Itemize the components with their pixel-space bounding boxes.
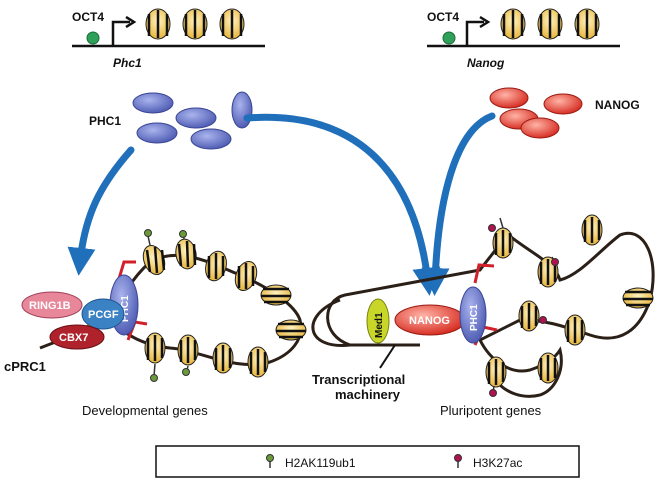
nucleosome-icon bbox=[144, 332, 166, 364]
pcgf-subunit bbox=[81, 298, 125, 330]
nucleosome-icon bbox=[574, 8, 600, 40]
nucleosome-icon bbox=[537, 8, 563, 40]
cprc1-label: cPRC1 bbox=[4, 359, 46, 374]
nucleosome-icon bbox=[564, 314, 586, 346]
h2ak119ub1-mark-icon bbox=[182, 365, 190, 376]
tss-arrow-icon bbox=[473, 263, 495, 284]
nucleosome-icon bbox=[177, 334, 199, 366]
nucleosome-icon bbox=[581, 214, 603, 246]
h3k27ac-mark-icon bbox=[488, 217, 504, 232]
nucleosome-icon bbox=[492, 227, 514, 259]
arrow-phc1-to-developmental bbox=[67, 146, 135, 276]
nucleosome-icon bbox=[234, 260, 258, 292]
nanog-gene-label: Nanog bbox=[467, 56, 505, 70]
pluripotent-genes-caption: Pluripotent genes bbox=[440, 403, 542, 418]
tss-arrow-icon bbox=[111, 20, 130, 46]
nucleosome-icon bbox=[275, 319, 307, 341]
nucleosome-icon bbox=[219, 8, 245, 40]
nanog-protein-label: NANOG bbox=[595, 98, 640, 112]
nucleosome-icon bbox=[142, 244, 166, 276]
nucleosome-icon bbox=[622, 287, 654, 309]
transcriptional-complex: Med1 NANOG PHC1 Transcriptional machiner… bbox=[312, 286, 487, 402]
med1-label: Med1 bbox=[374, 312, 385, 338]
phc1-protein-label: PHC1 bbox=[89, 114, 121, 128]
nucleosome-icon bbox=[205, 250, 227, 282]
nucleosome-icon bbox=[260, 284, 292, 306]
nucleosome-icon bbox=[485, 356, 507, 388]
oct4-label: OCT4 bbox=[72, 10, 104, 24]
phc1-protein-cluster: PHC1 bbox=[89, 91, 253, 150]
pluripotent-chromatin-loop bbox=[311, 214, 655, 398]
phc1-subunit-label: PHC1 bbox=[469, 304, 480, 331]
cprc1-complex: PHC1 PCGF RING1B CBX7 cPRC1 bbox=[4, 274, 139, 374]
h2ak119ub1-mark-icon bbox=[179, 229, 187, 240]
phc1-subunit bbox=[459, 286, 487, 344]
nanog-gene-locus: OCT4 Nanog bbox=[427, 8, 620, 70]
nucleosome-icon bbox=[212, 342, 234, 374]
arrows bbox=[67, 112, 496, 296]
tss-arrow-icon bbox=[116, 260, 136, 283]
legend-box bbox=[155, 445, 580, 478]
h3k27ac-mark-icon bbox=[551, 256, 559, 266]
nucleosome-icon bbox=[145, 8, 171, 40]
arrow-nanog-to-pluripotent bbox=[421, 112, 496, 296]
ring1b-subunit bbox=[21, 291, 83, 319]
cbx7-subunit bbox=[49, 324, 105, 350]
h3k27ac-mark-icon bbox=[489, 385, 497, 397]
developmental-genes-caption: Developmental genes bbox=[82, 403, 208, 418]
ring1b-label: RING1B bbox=[29, 300, 71, 312]
arrow-phc1-to-pluripotent bbox=[243, 113, 441, 296]
nucleosome-icon bbox=[175, 238, 197, 270]
phc1-gene-locus: OCT4 Phc1 bbox=[72, 8, 265, 70]
h2ak119ub1-legend-icon bbox=[266, 454, 274, 468]
h2ak119ub1-legend-label: H2AK119ub1 bbox=[285, 456, 356, 470]
tss-arrow-icon bbox=[465, 20, 484, 46]
nucleosome-icon bbox=[500, 8, 526, 40]
nucleosome-icon bbox=[182, 8, 208, 40]
nucleosome-icon bbox=[518, 300, 540, 332]
cbx7-label: CBX7 bbox=[59, 332, 88, 344]
nanog-protein-cluster: NANOG bbox=[489, 87, 640, 139]
phc1-subunit-label: PHC1 bbox=[120, 295, 131, 322]
h3k27ac-legend-icon bbox=[454, 454, 462, 468]
oct4-circle-icon bbox=[86, 31, 100, 45]
h3k27ac-legend-label: H3K27ac bbox=[473, 456, 522, 470]
machinery-label-line1: Transcriptional bbox=[312, 372, 405, 387]
phc1-gene-label: Phc1 bbox=[113, 56, 142, 70]
oct4-circle-icon bbox=[442, 31, 456, 45]
med1-subunit bbox=[366, 298, 390, 344]
h2ak119ub1-mark-icon bbox=[144, 229, 152, 246]
h2ak119ub1-mark-icon bbox=[150, 363, 158, 382]
nucleosome-icon bbox=[247, 346, 269, 378]
oct4-label: OCT4 bbox=[427, 10, 459, 24]
machinery-label-line2: machinery bbox=[335, 387, 401, 402]
h3k27ac-mark-icon bbox=[536, 316, 547, 324]
machinery-pointer bbox=[379, 344, 396, 369]
nucleosome-icon bbox=[537, 352, 559, 384]
pcgf-label: PCGF bbox=[88, 309, 119, 321]
developmental-chromatin-loop bbox=[39, 229, 307, 382]
nanog-subunit-label: NANOG bbox=[409, 315, 450, 327]
legend: H2AK119ub1 H3K27ac bbox=[155, 445, 580, 478]
